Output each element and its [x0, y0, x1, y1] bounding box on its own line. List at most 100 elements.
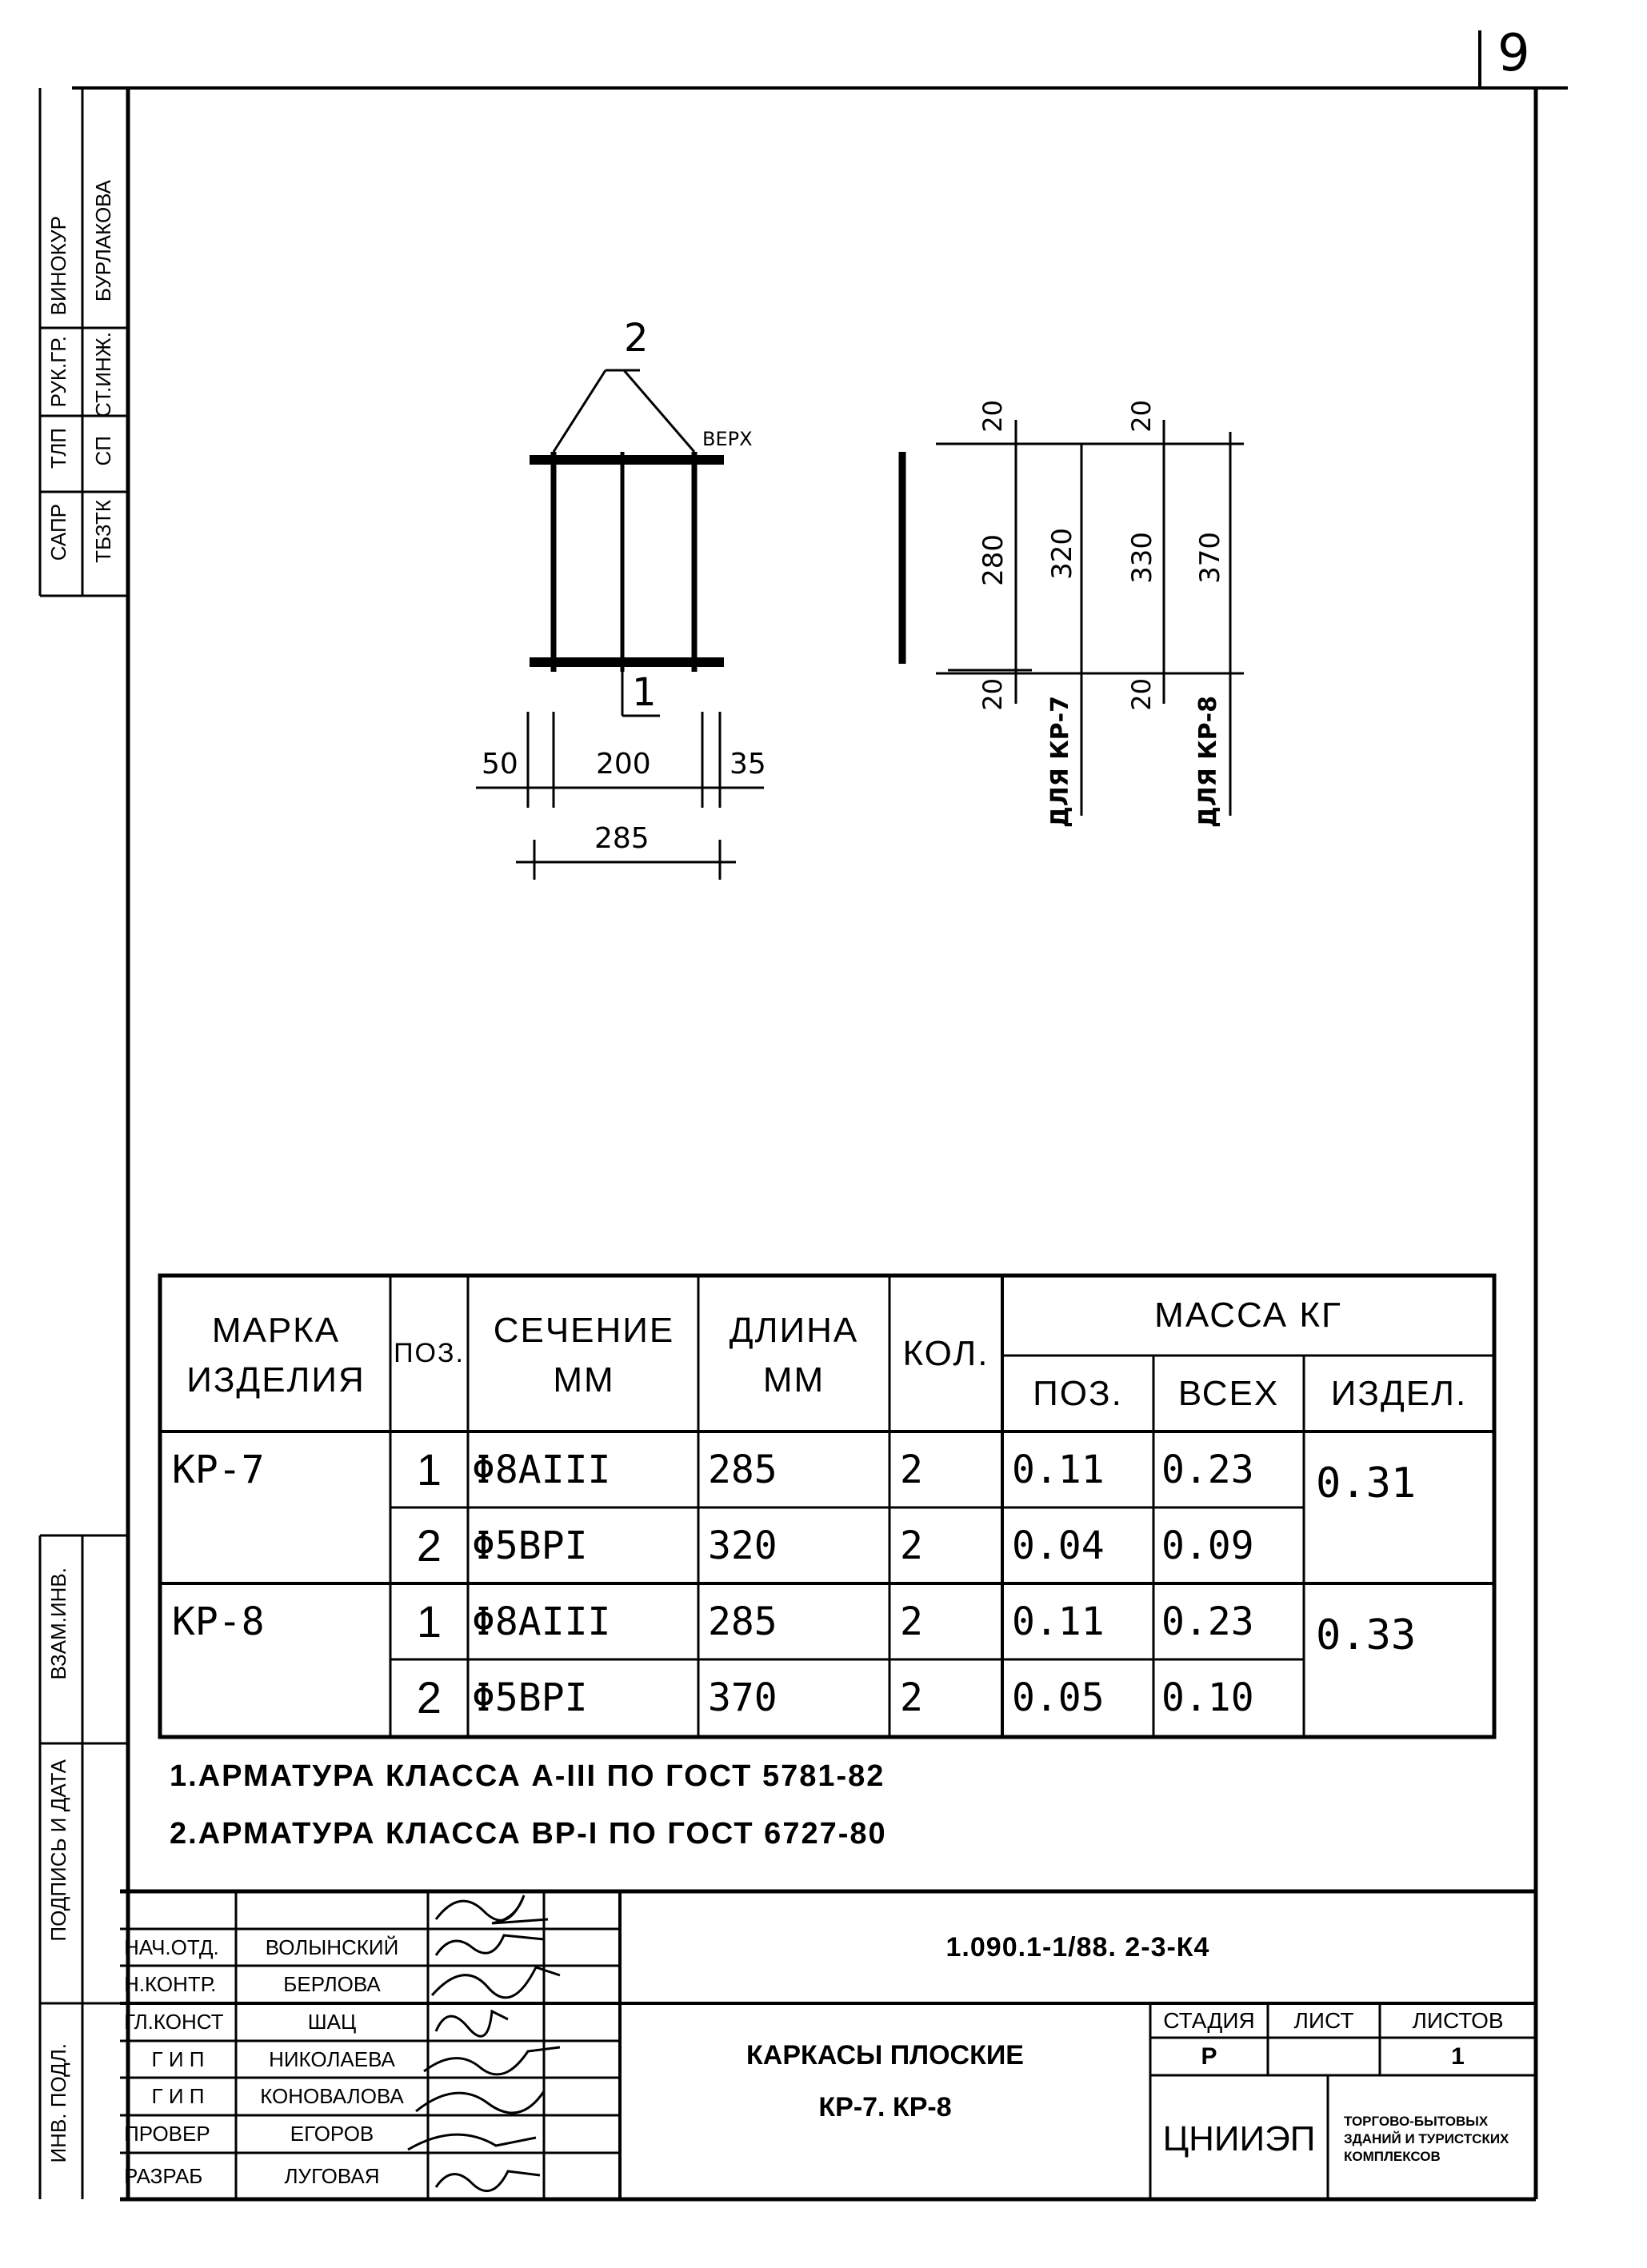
- stamp-sp: СП: [91, 436, 115, 466]
- header-length: ДЛИНА ММ: [729, 1311, 859, 1400]
- kr8-row2-section: Φ5BPI: [472, 1675, 588, 1720]
- kr7-row1-mass-pos: 0.11: [1012, 1447, 1105, 1492]
- label-kr8: ДЛЯ КР-8: [1194, 696, 1222, 829]
- stage-label: СТАДИЯ: [1163, 2007, 1255, 2033]
- dim-kr7-280: 280: [977, 534, 1009, 586]
- header-qty: КОЛ.: [902, 1333, 989, 1373]
- stamp-inv-podl: ИНВ. ПОДЛ.: [46, 2043, 70, 2163]
- kr8-row1-qty: 2: [900, 1599, 923, 1644]
- sheet-number: 9: [1497, 24, 1530, 83]
- dim-50: 50: [482, 748, 518, 781]
- role-prover: ПРОВЕР: [124, 2122, 210, 2146]
- stage-value: Р: [1201, 2042, 1217, 2070]
- kr8-row1-section: Φ8AIII: [472, 1599, 611, 1644]
- role-gl-konst: ГЛ.КОНСТ: [124, 2010, 224, 2034]
- kr7-row1-pos: 1: [416, 1444, 442, 1495]
- sheets-label: ЛИСТОВ: [1412, 2007, 1504, 2033]
- mark-kr8: КР-8: [172, 1599, 265, 1644]
- stamp-sapr: САПР: [46, 504, 70, 561]
- name-lugovaya: ЛУГОВАЯ: [284, 2163, 380, 2188]
- name-nikolaeva: НИКОЛАЕВА: [269, 2046, 395, 2071]
- label-kr7: ДЛЯ КР-7: [1046, 696, 1074, 829]
- kr7-row2-mass-pos: 0.04: [1012, 1523, 1105, 1568]
- stamp-vinokur: ВИНОКУР: [46, 216, 70, 316]
- dim-200: 200: [596, 748, 651, 781]
- header-mark: МАРКА ИЗДЕЛИЯ: [186, 1311, 366, 1400]
- document-title-line2: КР-7. КР-8: [818, 2091, 952, 2122]
- side-drawing: [898, 420, 1244, 816]
- name-volynsky: ВОЛЫНСКИЙ: [265, 1935, 399, 1959]
- header-section: СЕЧЕНИЕ ММ: [493, 1311, 675, 1400]
- signatures: [407, 1895, 561, 2192]
- note-1: 1.АРМАТУРА КЛАССА А-III ПО ГОСТ 5781-82: [170, 1759, 885, 1793]
- dim-kr8-330: 330: [1126, 532, 1158, 584]
- sheets-value: 1: [1451, 2042, 1465, 2070]
- kr7-row2-mass-all: 0.09: [1161, 1523, 1254, 1568]
- role-razrab: РАЗРАБ: [124, 2163, 203, 2188]
- kr8-row1-length: 285: [708, 1599, 778, 1644]
- cage-drawing: [476, 369, 764, 880]
- top-marker: ВЕРХ: [702, 428, 753, 450]
- kr8-row2-mass-pos: 0.05: [1012, 1675, 1105, 1720]
- header-mass: МАССА КГ: [1154, 1296, 1342, 1335]
- kr7-row1-qty: 2: [900, 1447, 923, 1492]
- kr8-item-mass: 0.33: [1316, 1611, 1417, 1659]
- dim-kr7-320: 320: [1046, 528, 1078, 580]
- kr7-row1-mass-all: 0.23: [1161, 1447, 1254, 1492]
- dim-285: 285: [594, 822, 650, 855]
- name-shats: ШАЦ: [307, 2010, 357, 2034]
- title-block-grid: [120, 1889, 1536, 2199]
- spec-table-grid: [158, 1273, 1497, 1739]
- dim-kr8-bottom: 20: [1126, 678, 1157, 711]
- kr7-row2-length: 320: [708, 1523, 778, 1568]
- sheet-label: ЛИСТ: [1293, 2007, 1354, 2033]
- stamp-st-inzh: СТ.ИНЖ.: [91, 332, 115, 417]
- header-mass-pos: ПОЗ.: [1033, 1373, 1123, 1413]
- stamp-podpis-data: ПОДПИСЬ И ДАТА: [46, 1759, 70, 1942]
- kr7-row2-section: Φ5BPI: [472, 1523, 588, 1568]
- dim-kr8-370: 370: [1194, 532, 1226, 584]
- position-1-label: 1: [632, 670, 657, 715]
- header-mass-item: ИЗДЕЛ.: [1330, 1373, 1468, 1413]
- header-pos: ПОЗ.: [394, 1338, 465, 1368]
- kr8-row1-pos: 1: [416, 1596, 442, 1647]
- kr8-row2-length: 370: [708, 1675, 778, 1720]
- document-code: 1.090.1-1/88. 2-3-К4: [945, 1931, 1210, 1963]
- role-n-kontr: Н.КОНТР.: [124, 1972, 217, 1996]
- stamp-ruk-gr: РУК.ГР.: [46, 336, 70, 408]
- name-konovalova: КОНОВАЛОВА: [260, 2084, 404, 2108]
- kr8-row2-qty: 2: [900, 1675, 923, 1720]
- note-2: 2.АРМАТУРА КЛАССА ВР-I ПО ГОСТ 6727-80: [170, 1817, 887, 1851]
- left-lower-stamp: [38, 1534, 128, 2199]
- organization-description: ТОРГОВО-БЫТОВЫХ ЗДАНИЙ И ТУРИСТСКИХ КОМП…: [1344, 2113, 1509, 2165]
- position-2-label: 2: [624, 316, 649, 361]
- kr7-row1-section: Φ8AIII: [472, 1447, 611, 1492]
- kr8-row2-mass-all: 0.10: [1161, 1675, 1254, 1720]
- stamp-tlp: ТЛП: [46, 428, 70, 469]
- dim-kr7-bottom: 20: [977, 678, 1008, 711]
- dim-kr8-top: 20: [1126, 400, 1157, 433]
- name-egorov: ЕГОРОВ: [290, 2122, 374, 2146]
- stamp-burlakova: БУРЛАКОВА: [91, 180, 115, 302]
- role-nach-otd: НАЧ.ОТД.: [124, 1935, 219, 1959]
- mark-kr7: КР-7: [172, 1447, 265, 1492]
- kr8-row1-mass-pos: 0.11: [1012, 1599, 1105, 1644]
- stamp-tbztk: ТБЗТК: [91, 500, 115, 563]
- stamp-vzam-inv: ВЗАМ.ИНВ.: [46, 1567, 70, 1680]
- header-mass-all: ВСЕХ: [1177, 1373, 1280, 1413]
- dim-kr7-top: 20: [977, 400, 1008, 433]
- kr7-row2-qty: 2: [900, 1523, 923, 1568]
- kr8-row1-mass-all: 0.23: [1161, 1599, 1254, 1644]
- role-gip-2: Г И П: [151, 2084, 205, 2108]
- kr7-row2-pos: 2: [416, 1520, 442, 1571]
- role-gip-1: Г И П: [151, 2046, 205, 2071]
- sheet-value: [1268, 2038, 1380, 2075]
- document-title-line1: КАРКАСЫ ПЛОСКИЕ: [746, 2039, 1024, 2070]
- kr7-item-mass: 0.31: [1316, 1459, 1417, 1507]
- name-berlova: БЕРЛОВА: [283, 1972, 381, 1996]
- kr7-row1-length: 285: [708, 1447, 778, 1492]
- left-upper-stamp: [38, 88, 128, 597]
- kr8-row2-pos: 2: [416, 1672, 442, 1723]
- organization-name: ЦНИИЭП: [1162, 2119, 1316, 2158]
